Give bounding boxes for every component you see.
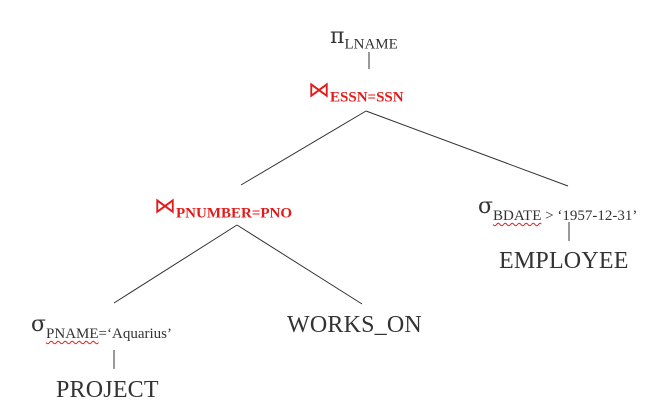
relation-employee: EMPLOYEE xyxy=(499,249,629,273)
relation-project-label: PROJECT xyxy=(56,377,159,403)
relation-works-on: WORKS_ON xyxy=(287,313,422,337)
sigma-symbol: σ xyxy=(478,194,494,219)
edge-join-top-to-join-left xyxy=(240,110,367,186)
projection-attribute: LNAME xyxy=(344,36,398,53)
relation-project: PROJECT xyxy=(56,378,159,402)
select-project-value: ‘Aquarius’ xyxy=(107,325,172,342)
relation-works-on-label: WORKS_ON xyxy=(287,312,422,338)
join-left-symbol: ⋈ xyxy=(154,194,176,219)
edge-join-left-to-select-project xyxy=(113,224,238,304)
select-employee-operator: > xyxy=(541,207,558,224)
edge-join-left-to-works-on xyxy=(236,224,363,305)
join-top-node: ⋈ESSN=SSN xyxy=(308,80,404,106)
join-top-symbol: ⋈ xyxy=(308,78,330,103)
select-employee-node: σBDATE > ‘1957-12-31’ xyxy=(478,196,637,224)
relation-employee-label: EMPLOYEE xyxy=(499,248,629,274)
sigma-symbol: σ xyxy=(31,312,47,337)
select-project-attribute: PNAME xyxy=(46,325,99,342)
projection-node: πLNAME xyxy=(330,26,398,52)
join-left-node: ⋈PNUMBER=PNO xyxy=(154,196,292,222)
edge-join-top-to-select-employee xyxy=(365,110,569,187)
select-employee-attribute: BDATE xyxy=(493,207,542,224)
pi-symbol: π xyxy=(330,24,345,49)
select-employee-value: ‘1957-12-31’ xyxy=(557,207,638,224)
join-left-condition: PNUMBER=PNO xyxy=(176,205,293,222)
select-project-node: σPNAME=‘Aquarius’ xyxy=(31,314,172,342)
select-project-operator: = xyxy=(98,325,108,342)
join-top-condition: ESSN=SSN xyxy=(330,89,404,106)
